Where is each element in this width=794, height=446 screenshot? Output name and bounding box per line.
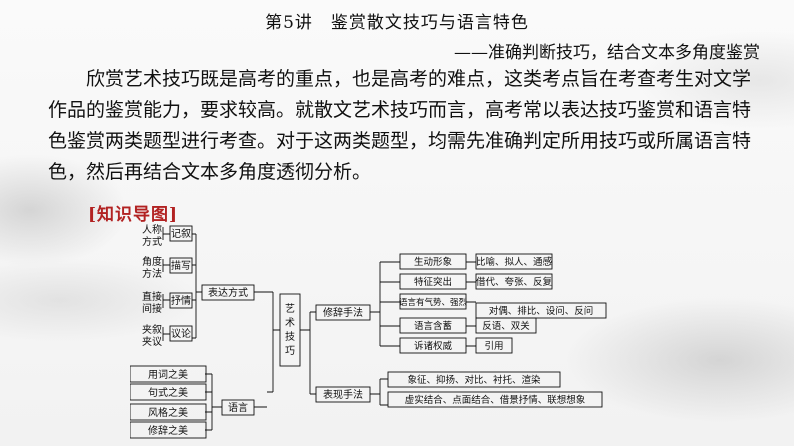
mode-group-4-line-2: 夹议 xyxy=(142,335,162,348)
mode-group-3-line-1: 直接 xyxy=(142,290,162,303)
mode-leaf-2: 描写 xyxy=(171,259,191,272)
technique-item-1: 象征、抑扬、对比、衬托、渲染 xyxy=(407,374,541,386)
language-item-4: 修辞之美 xyxy=(148,424,188,437)
knowledge-map-label: [知识导图] xyxy=(88,205,179,225)
rhetoric-detail-2: 借代、夸张、反复 xyxy=(476,276,553,288)
mode-leaf-4: 议论 xyxy=(171,327,191,340)
language-item-2: 句式之美 xyxy=(148,386,188,399)
lesson-title: 第5讲 鉴赏散文技巧与语言特色 xyxy=(265,13,529,33)
mode-group-2-line-1: 角度 xyxy=(142,255,162,268)
mode-group-4-line-1: 夹叙 xyxy=(142,323,162,336)
technique-item-2: 虚实结合、点面结合、借景抒情、联想想象 xyxy=(405,394,586,406)
rhetoric-name-2: 特征突出 xyxy=(414,276,452,288)
technique-label: 表现手法 xyxy=(323,388,363,401)
root-char-1: 艺 xyxy=(285,303,295,315)
mode-group-3-line-2: 间接 xyxy=(142,302,162,315)
rhetoric-brace xyxy=(370,261,400,347)
rhetoric-name-4: 语言含蓄 xyxy=(414,320,452,332)
language-brace xyxy=(205,373,267,431)
language-label: 语言 xyxy=(228,401,248,414)
technique-brace xyxy=(370,378,388,406)
rhetoric-name-1: 生动形象 xyxy=(414,256,453,268)
root-left-brace xyxy=(267,291,280,393)
root-right-brace xyxy=(300,311,316,395)
rhetoric-detail-3: 对偶、排比、设问、反问 xyxy=(489,305,594,317)
language-item-1: 用词之美 xyxy=(148,368,188,381)
root-char-3: 技 xyxy=(285,330,295,343)
language-box xyxy=(221,399,255,416)
rhetoric-detail-1: 比喻、拟人、通感 xyxy=(476,256,553,268)
technique-box xyxy=(315,386,371,403)
rhetoric-name-3: 语言有气势、强烈 xyxy=(399,297,468,308)
mode-leaf-3: 抒情 xyxy=(171,294,191,307)
expression-label: 表达方式 xyxy=(208,286,248,299)
mode-leaf-1: 记叙 xyxy=(171,227,191,240)
root-char-2: 术 xyxy=(285,317,295,329)
rhetoric-name-5: 诉诸权威 xyxy=(414,340,453,352)
lesson-subtitle: ——准确判断技巧，结合文本多角度鉴赏 xyxy=(454,43,760,63)
language-item-3: 风格之美 xyxy=(148,406,188,419)
rhetoric-box xyxy=(315,304,371,321)
rhetoric-label: 修辞手法 xyxy=(323,306,363,319)
rhetoric-detail-4: 反语、双关 xyxy=(482,320,530,332)
expression-box xyxy=(201,284,255,301)
knowledge-mind-map: 艺 术 技 巧 表达方式 人称 方式 记叙 角度 方法 描写 直接 间接 抒情 … xyxy=(130,223,607,439)
mode-group-1-line-1: 人称 xyxy=(142,223,162,236)
intro-paragraph: 欣赏艺术技巧既是高考的重点，也是高考的难点，这类考点旨在考查考生对文学作品的鉴赏… xyxy=(48,68,752,183)
expression-brace xyxy=(192,233,267,339)
root-char-4: 巧 xyxy=(285,346,295,357)
mode-group-1-line-2: 方式 xyxy=(142,235,162,248)
mode-group-2-line-2: 方法 xyxy=(142,267,162,280)
rhetoric-detail-5: 引用 xyxy=(484,341,503,352)
